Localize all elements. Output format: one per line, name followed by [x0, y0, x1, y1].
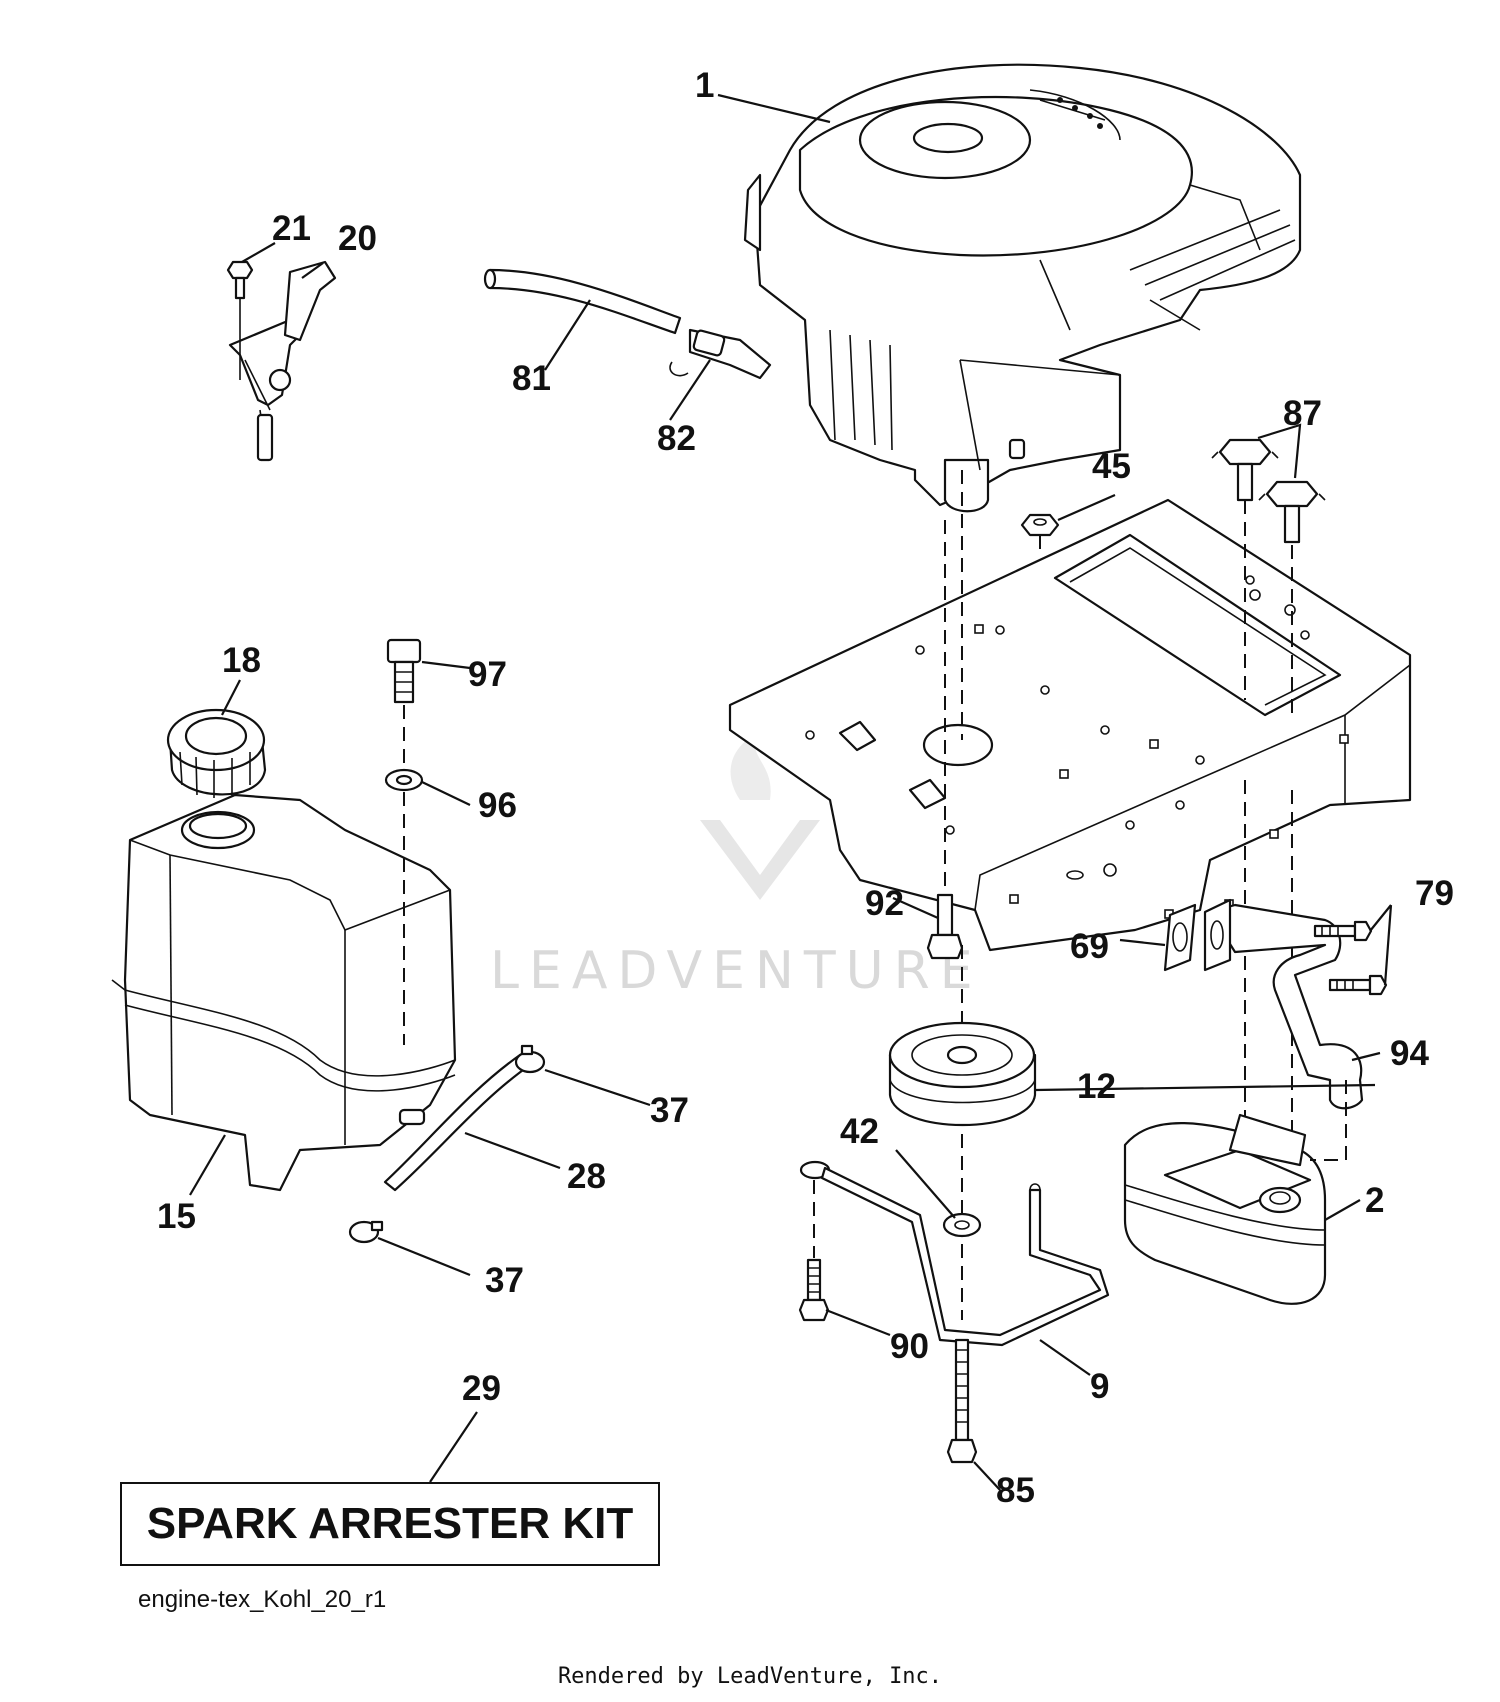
leader-lines [189, 93, 1393, 1491]
callout-29: 29 [462, 1369, 501, 1408]
callout-90: 90 [890, 1327, 929, 1366]
callout-20: 20 [338, 219, 377, 258]
callout-21: 21 [272, 209, 311, 248]
callout-92: 92 [865, 884, 904, 923]
bolt-87-right [1258, 480, 1326, 544]
spark-arrester-kit-box: SPARK ARRESTER KIT [120, 1482, 660, 1566]
callout-82: 82 [657, 419, 696, 458]
diagram-id: engine-tex_Kohl_20_r1 [138, 1586, 387, 1613]
bolt-79-lower [1328, 974, 1388, 996]
engine-pulley [888, 1021, 1037, 1126]
fuel-hose [383, 1053, 532, 1192]
bolt-97 [386, 638, 422, 704]
watermark-text: LEADVENTURE [490, 941, 983, 1001]
tractor-frame [728, 498, 1412, 952]
bolt-79-upper [1313, 920, 1373, 942]
callout-2: 2 [1365, 1181, 1384, 1220]
fuel-cap [166, 708, 267, 798]
callout-37-upper: 37 [650, 1091, 689, 1130]
callout-87: 87 [1283, 394, 1322, 433]
callout-18: 18 [222, 641, 261, 680]
washer-42 [942, 1212, 982, 1238]
callout-labels: 1 21 20 81 82 87 45 18 97 96 92 79 69 94… [157, 66, 1454, 1510]
bolt-92 [926, 893, 964, 960]
bolt-21 [226, 260, 254, 380]
callout-12: 12 [1077, 1067, 1116, 1106]
bolt-87-leader [1257, 423, 1302, 479]
leadventure-watermark: LEADVENTURE [490, 735, 983, 1001]
engine [743, 63, 1302, 513]
callout-28: 28 [567, 1157, 606, 1196]
callout-96: 96 [478, 786, 517, 825]
bolt-87-alignment-lines [1244, 500, 1293, 1150]
bolt-90 [798, 1258, 830, 1322]
throttle-control [228, 260, 337, 462]
callout-79: 79 [1415, 874, 1454, 913]
watermark-logo-icon [700, 820, 820, 900]
spark-arrester-kit-label: SPARK ARRESTER KIT [146, 1499, 634, 1548]
fuel-filter [669, 328, 772, 380]
callout-81: 81 [512, 359, 551, 398]
muffler [1123, 1113, 1327, 1305]
callout-37-lower: 37 [485, 1261, 524, 1300]
bolt-85 [946, 1338, 978, 1464]
render-credit: Rendered by LeadVenture, Inc. [557, 1664, 943, 1689]
hose-clamp-upper [514, 1044, 546, 1074]
nut-45 [1020, 513, 1060, 537]
watermark-flame-icon [730, 735, 771, 800]
bolt-87-left [1211, 438, 1279, 502]
callout-1: 1 [695, 66, 714, 105]
muffler-bracket-rod [799, 1160, 1110, 1347]
washer-96 [384, 768, 424, 792]
callout-94: 94 [1390, 1034, 1429, 1073]
callout-97: 97 [468, 655, 507, 694]
exhaust-pipe [1203, 898, 1364, 1110]
callout-85: 85 [996, 1471, 1035, 1510]
callout-45: 45 [1092, 447, 1131, 486]
callout-15: 15 [157, 1197, 196, 1236]
callout-42: 42 [840, 1112, 879, 1151]
callout-9: 9 [1090, 1367, 1109, 1406]
fuel-tank [111, 793, 457, 1192]
muffler-alignment-line [1310, 1080, 1347, 1161]
hose-clamp-lower [348, 1220, 384, 1244]
callout-69: 69 [1070, 927, 1109, 966]
fuel-line [483, 268, 682, 335]
exhaust-gasket [1163, 903, 1197, 972]
